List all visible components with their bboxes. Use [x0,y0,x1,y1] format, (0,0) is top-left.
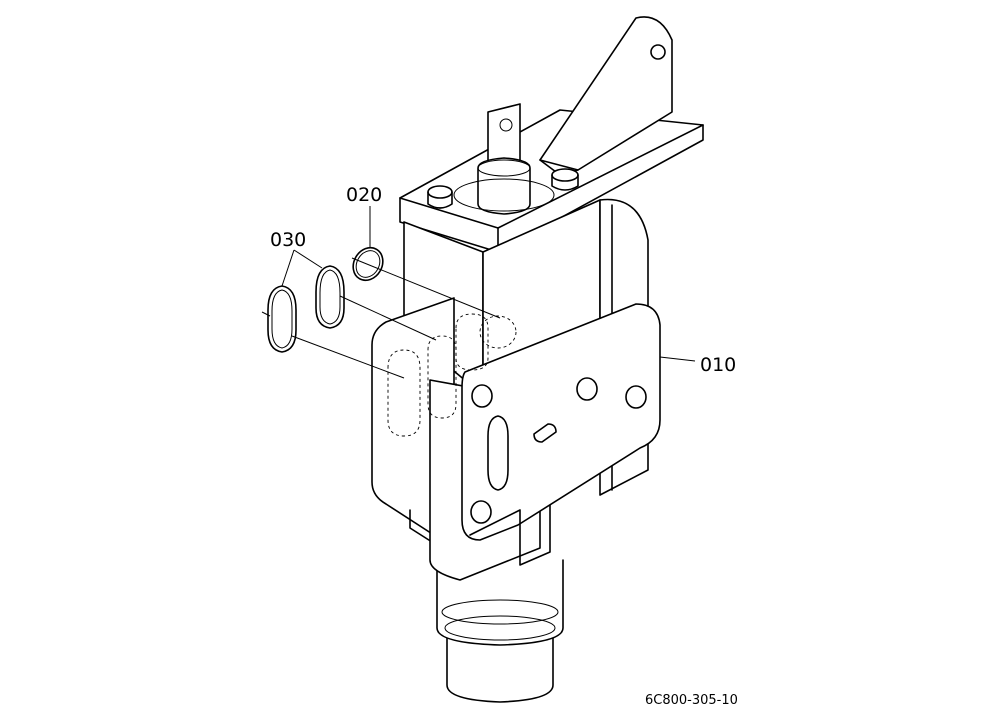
bottom-fitting [436,559,564,703]
callout-030: 030 [270,229,306,251]
callout-020: 020 [346,184,382,206]
drawing-number: 6C800-305-10 [645,693,738,708]
o-ring-030-lower [267,285,297,353]
leader-lines [281,206,696,362]
assembly-lines [261,257,501,379]
o-ring-020 [352,246,384,282]
valve-body [371,16,704,581]
o-ring-030-upper [315,265,345,329]
callout-010: 010 [700,354,736,376]
